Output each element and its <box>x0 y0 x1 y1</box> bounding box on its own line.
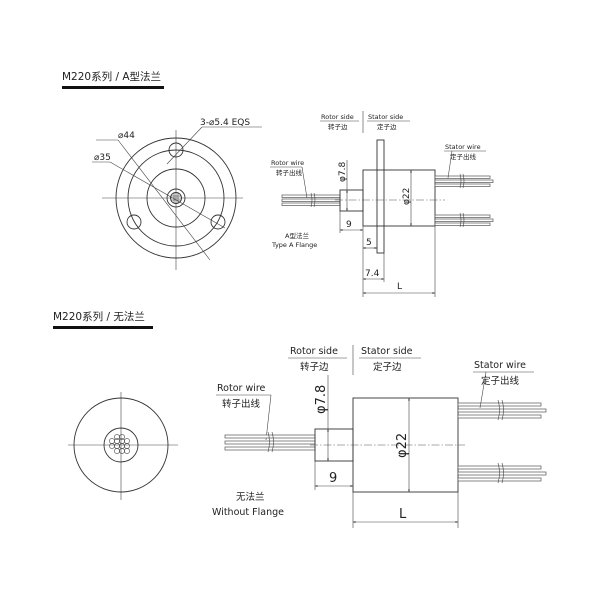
rotor-wire-label: Rotor wire <box>271 159 304 167</box>
stator-wire-cn: 定子出线 <box>481 375 520 387</box>
rotor-wires <box>224 431 316 453</box>
flange-side-view: Rotor side 转子边 Stator side 定子边 Rotor wir… <box>270 111 494 297</box>
section-b-title-underline <box>53 326 153 329</box>
dim-body-dia: φ22 <box>395 433 410 458</box>
wire-bundle <box>170 192 182 204</box>
dim-length: L <box>399 507 407 522</box>
rotor-wire-label: Rotor wire <box>217 383 266 394</box>
type-label-cn: 无法兰 <box>236 491 265 503</box>
dim-flange-thk: 5 <box>366 238 372 248</box>
section-b-title: M220系列 / 无法兰 <box>53 310 145 323</box>
dim-shaft-len: 9 <box>329 471 337 486</box>
body-circle <box>146 168 206 228</box>
body-circle <box>73 397 169 493</box>
section-a: M220系列 / A型法兰 ⌀44 ⌀35 <box>62 70 494 297</box>
bolt-hole-right <box>210 214 226 230</box>
rotor-side-cn: 转子边 <box>300 361 329 373</box>
dim-shaft-len: 9 <box>346 220 352 230</box>
flange-bolt-circle <box>127 149 225 247</box>
rotor-wires <box>281 192 341 208</box>
dim-holes-leader <box>166 126 203 165</box>
noflange-side-view: Rotor side 转子边 Stator side 定子边 Rotor wir… <box>212 345 547 528</box>
type-label-en: Type A Flange <box>271 241 317 249</box>
dim-length: L <box>397 282 402 292</box>
dim-outer-label: ⌀44 <box>118 131 135 141</box>
stator-side-label: Stator side <box>368 113 403 121</box>
section-a-title: M220系列 / A型法兰 <box>62 70 161 83</box>
stator-wire-cn: 定子出线 <box>450 152 477 161</box>
flange-plate <box>376 139 385 254</box>
stator-wires-top <box>434 173 494 189</box>
noflange-front-view <box>68 392 178 500</box>
bolt-hole-top <box>168 142 184 158</box>
stator-wires-top <box>457 399 547 421</box>
dim-body-dia: φ22 <box>402 188 412 205</box>
dim-inner-leader <box>109 161 226 229</box>
stator-side-label: Stator side <box>361 346 413 357</box>
rotor-side-cn: 转子边 <box>328 122 348 131</box>
stator-side-cn: 定子边 <box>377 122 397 131</box>
rotor-side-label: Rotor side <box>321 113 354 121</box>
wire-bundle <box>109 434 130 454</box>
flange-front-view: ⌀44 ⌀35 3-⌀5.4 EQS <box>92 118 262 270</box>
rotor-wire-cn: 转子出线 <box>222 398 261 410</box>
stator-wire-label: Stator wire <box>474 360 526 371</box>
rotor-side-label: Rotor side <box>290 346 338 357</box>
dim-holes-label: 3-⌀5.4 EQS <box>200 118 250 128</box>
rotor-shaft <box>339 189 364 212</box>
type-label-cn: A型法兰 <box>285 231 309 240</box>
dim-inner-label: ⌀35 <box>94 153 111 163</box>
slipring-body <box>362 169 436 227</box>
rotor-wire-cn: 转子出线 <box>276 168 303 177</box>
bolt-hole-left <box>126 214 142 230</box>
shaft-circle <box>166 188 186 208</box>
dim-flange-pos: 7.4 <box>365 269 380 279</box>
stator-side-cn: 定子边 <box>373 361 402 373</box>
flange-outer-circle <box>115 137 237 259</box>
stator-wires-bottom <box>434 212 494 228</box>
stator-wire-label: Stator wire <box>445 143 481 151</box>
section-b: M220系列 / 无法兰 Rotor side 转子边 Stator side … <box>53 310 547 528</box>
section-a-title-underline <box>62 86 164 89</box>
stator-wires-bottom <box>457 462 547 484</box>
shaft-circle <box>103 427 139 463</box>
dim-shaft-dia: φ7.8 <box>338 161 348 182</box>
type-label-en: Without Flange <box>212 507 284 518</box>
dim-outer-leader <box>117 139 211 261</box>
dim-shaft-dia: φ7.8 <box>314 385 329 414</box>
